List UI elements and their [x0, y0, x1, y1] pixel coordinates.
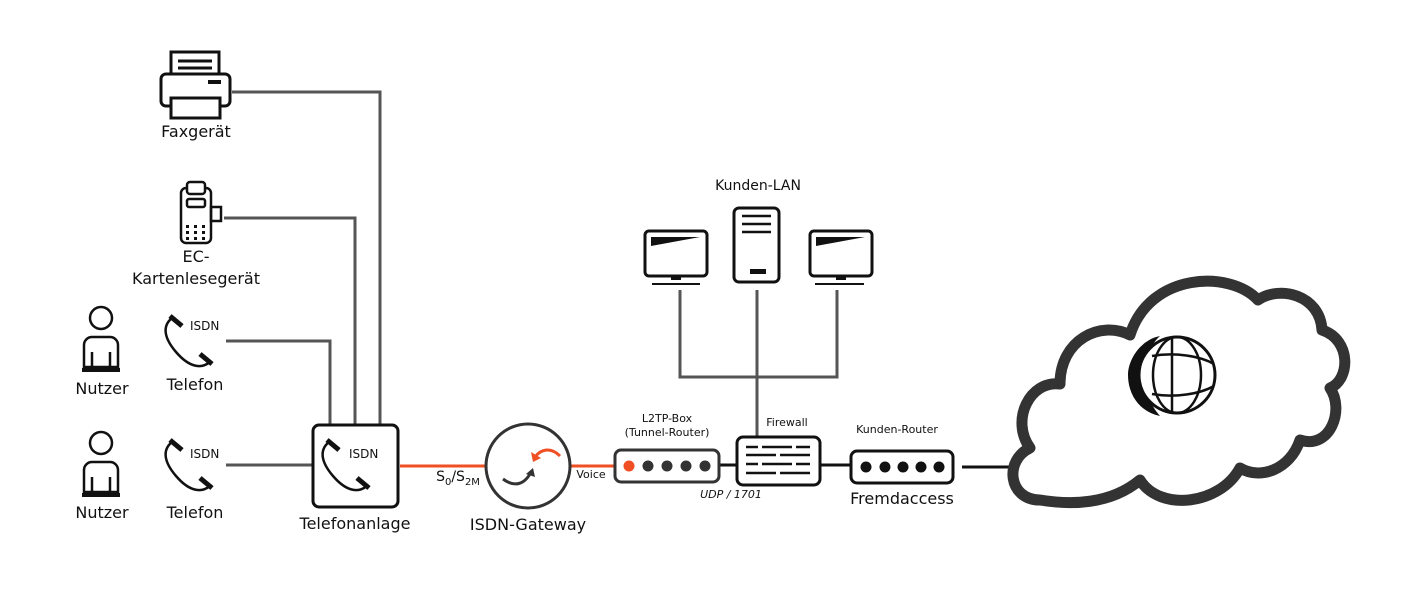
- s0-s2m-label: S0/S2M: [436, 469, 480, 488]
- link-phone1-pbx: [226, 339, 332, 424]
- fax-label: Faxgerät: [161, 122, 231, 141]
- user-label: Nutzer: [75, 503, 129, 522]
- s2m-main: S: [456, 469, 465, 485]
- link-ec-pbx: [224, 216, 357, 424]
- led: [661, 460, 673, 472]
- led: [860, 461, 872, 473]
- led: [897, 461, 909, 473]
- pbx-label: Telefonanlage: [299, 514, 411, 533]
- led-active: [623, 460, 635, 472]
- user-label: Nutzer: [75, 379, 129, 398]
- phone-isdn-tag: ISDN: [190, 447, 220, 461]
- pbx-isdn-tag: ISDN: [349, 447, 379, 461]
- server-icon: [732, 206, 781, 284]
- router-icon: [849, 449, 955, 485]
- led: [933, 461, 945, 473]
- gateway-label: ISDN-Gateway: [469, 515, 587, 534]
- monitor-icon: [808, 229, 874, 285]
- customer-router-label: Kunden-Router: [856, 423, 938, 436]
- link-fax-pbx: [232, 90, 382, 424]
- firewall-icon: [735, 435, 822, 487]
- led: [642, 460, 654, 472]
- voice-label: Voice: [576, 468, 606, 481]
- fremdaccess-label: Fremdaccess: [850, 489, 954, 508]
- l2tp-label-line2: (Tunnel-Router): [624, 426, 710, 439]
- led: [879, 461, 891, 473]
- wan-lines: [720, 463, 1012, 469]
- led: [915, 461, 927, 473]
- connection-lines: [224, 90, 839, 467]
- phone-label: Telefon: [166, 375, 224, 394]
- user-icon: [82, 305, 120, 372]
- lan-label: Kunden-LAN: [715, 178, 801, 194]
- monitor-icon: [643, 229, 709, 285]
- user-icon: [82, 430, 120, 497]
- phone-isdn-tag: ISDN: [190, 319, 220, 333]
- router-icon: [613, 448, 721, 484]
- s0-main: S: [436, 469, 445, 485]
- s0-sub: 0: [444, 477, 452, 488]
- phone-label: Telefon: [166, 503, 224, 522]
- udp-label: UDP / 1701: [700, 488, 762, 501]
- gateway-arrows-icon: [484, 422, 572, 510]
- led: [680, 460, 692, 472]
- led: [699, 460, 711, 472]
- firewall-label: Firewall: [766, 416, 808, 429]
- card-reader-icon: [179, 180, 223, 245]
- ec-label-line1: EC-: [182, 247, 210, 266]
- s2m-sub: 2M: [464, 477, 480, 488]
- ec-label-line2: Kartenlesegerät: [132, 269, 260, 288]
- globe-icon: [1128, 333, 1217, 416]
- l2tp-label-line1: L2TP-Box: [641, 412, 693, 425]
- pbx-box: [311, 423, 400, 509]
- printer-icon: [159, 50, 232, 120]
